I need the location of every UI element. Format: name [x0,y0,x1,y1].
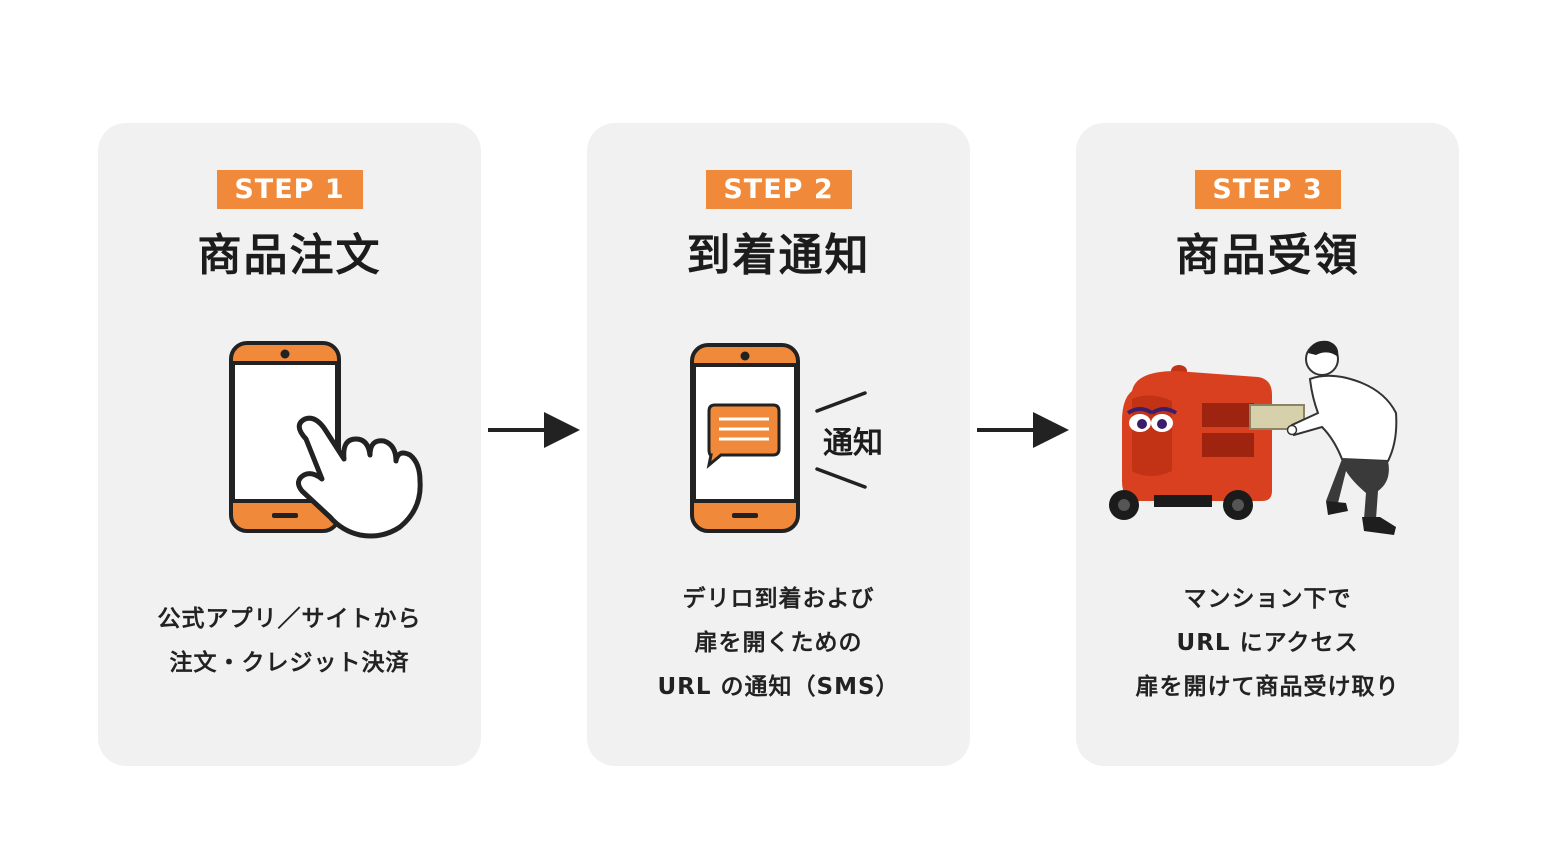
notify-label: 通知 [823,426,883,461]
arrow-right-icon [488,412,580,448]
step-1-card: STEP 1 商品注文 公式アプリ／サイトから 注文・クレジット決済 [98,123,481,766]
description-line: URL にアクセス [1176,630,1359,656]
step-description: デリロ到着および 扉を開くための URL の通知（SMS） [587,577,970,709]
person-icon [1286,340,1398,535]
notification-illustration: 通知 [587,331,970,551]
step-title: 商品注文 [197,230,382,281]
step-description: マンション下で URL にアクセス 扉を開けて商品受け取り [1076,577,1459,709]
step-badge: STEP 3 [1194,170,1341,209]
description-line: 扉を開けて商品受け取り [1135,674,1400,700]
description-line: 扉を開くための [694,630,863,656]
message-bubble-icon [706,403,781,469]
step-badge: STEP 1 [216,170,363,209]
delivery-robot-icon [1109,365,1272,520]
description-line: 公式アプリ／サイトから [157,606,422,632]
arrow-right-icon [977,412,1069,448]
step-description: 公式アプリ／サイトから 注文・クレジット決済 [98,597,481,685]
description-line: マンション下で [1183,586,1352,612]
step-badge: STEP 2 [705,170,852,209]
step-title: 到着通知 [686,230,871,281]
phone-tap-illustration [98,331,481,551]
step-2-card: STEP 2 到着通知 通知 デリロ到着および 扉を開くための [587,123,970,766]
alert-lines-icon [815,391,867,489]
tapping-hand-icon [296,415,423,539]
delivery-robot-illustration [1076,331,1459,551]
description-line: デリロ到着および [682,586,875,612]
description-line: 注文・クレジット決済 [169,650,410,676]
step-3-card: STEP 3 商品受領 [1076,123,1459,766]
description-line: URL の通知（SMS） [657,674,900,700]
step-title: 商品受領 [1175,230,1360,281]
